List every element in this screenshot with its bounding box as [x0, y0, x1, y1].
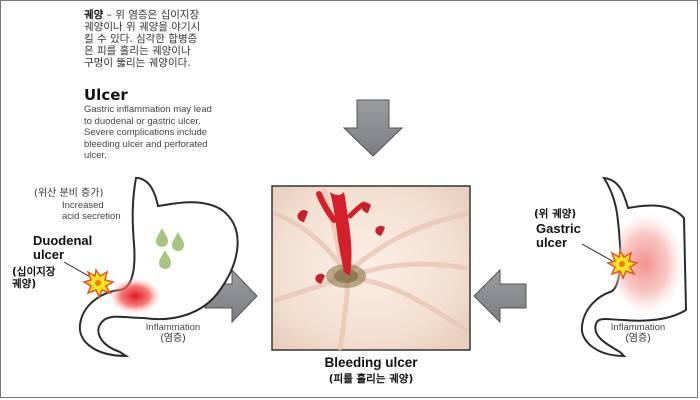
- gastric-label-line: Gastric: [536, 221, 581, 236]
- gastric-label-line: ulcer: [536, 235, 568, 250]
- duodenal-ulcer-korean: (십이지장 궤양): [12, 266, 55, 290]
- duodenal-korean-line: (십이지장: [12, 266, 56, 278]
- duodenal-ulcer-label: Duodenal ulcer: [33, 234, 92, 262]
- left-stomach: [63, 177, 239, 358]
- inflammation-english: Inflammation: [610, 322, 666, 333]
- right-arrow-icon: [204, 268, 258, 324]
- definition-line: 구멍이 뚫리는 궤양이다.: [84, 57, 191, 69]
- acid-label-korean: (위산 분비 증가): [34, 188, 104, 199]
- ulcer-line: Gastric inflammation may lead: [84, 104, 212, 115]
- inflammation-english: Inflammation: [145, 322, 201, 333]
- acid-label-english: Increased acid secretion: [62, 200, 121, 222]
- definition-line: 궤양이나 위 궤양을 야기시: [84, 21, 201, 33]
- right-stomach: [580, 176, 688, 358]
- down-arrow-icon: [342, 99, 404, 157]
- ulcer-line: to duodenal or gastric ulcer.: [84, 115, 201, 127]
- left-arrow-icon: [473, 268, 527, 324]
- duodenal-label-line: Duodenal: [33, 233, 93, 248]
- ulcer-description: Gastric inflammation may lead to duodena…: [84, 104, 284, 162]
- definition-term: 궤양: [84, 9, 104, 21]
- gastric-ulcer-label: Gastric ulcer: [536, 222, 581, 250]
- left-inflammation-label: Inflammation (염증): [128, 322, 218, 345]
- acid-label-line: acid secretion: [62, 211, 121, 222]
- inflammation-korean: (염증): [160, 333, 186, 344]
- bleeding-ulcer-panel: [271, 185, 471, 351]
- acid-label-line: Increased: [62, 200, 104, 211]
- right-inflammation-label: Inflammation (염증): [588, 322, 688, 345]
- ulcer-line: ulcer.: [84, 150, 107, 161]
- definition-line: 위 염증은 십이지장: [115, 9, 200, 21]
- bleeding-ulcer-caption: Bleeding ulcer (피를 흘리는 궤양): [272, 355, 470, 386]
- definition-dash: –: [103, 9, 116, 21]
- ulcer-title: Ulcer: [84, 86, 128, 104]
- ulcer-line: Severe complications include: [84, 127, 208, 138]
- bleeding-ulcer-title: Bleeding ulcer: [324, 355, 418, 370]
- inflammation-korean: (염증): [625, 333, 651, 344]
- ulcer-line: bleeding ulcer and perforated: [84, 138, 208, 150]
- definition-korean: 궤양 – 위 염증은 십이지장 궤양이나 위 궤양을 야기시 킬 수 있다. 심…: [84, 9, 284, 69]
- gastric-ulcer-korean: (위 궤양): [534, 208, 577, 220]
- bleeding-ulcer-korean: (피를 흘리는 궤양): [328, 373, 414, 385]
- duodenal-label-line: ulcer: [33, 247, 65, 262]
- definition-line: 킬 수 있다. 심각한 합병증: [84, 33, 198, 45]
- definition-line: 은 피를 흘리는 궤양이나: [84, 45, 191, 57]
- duodenal-korean-line: 궤양): [12, 278, 37, 290]
